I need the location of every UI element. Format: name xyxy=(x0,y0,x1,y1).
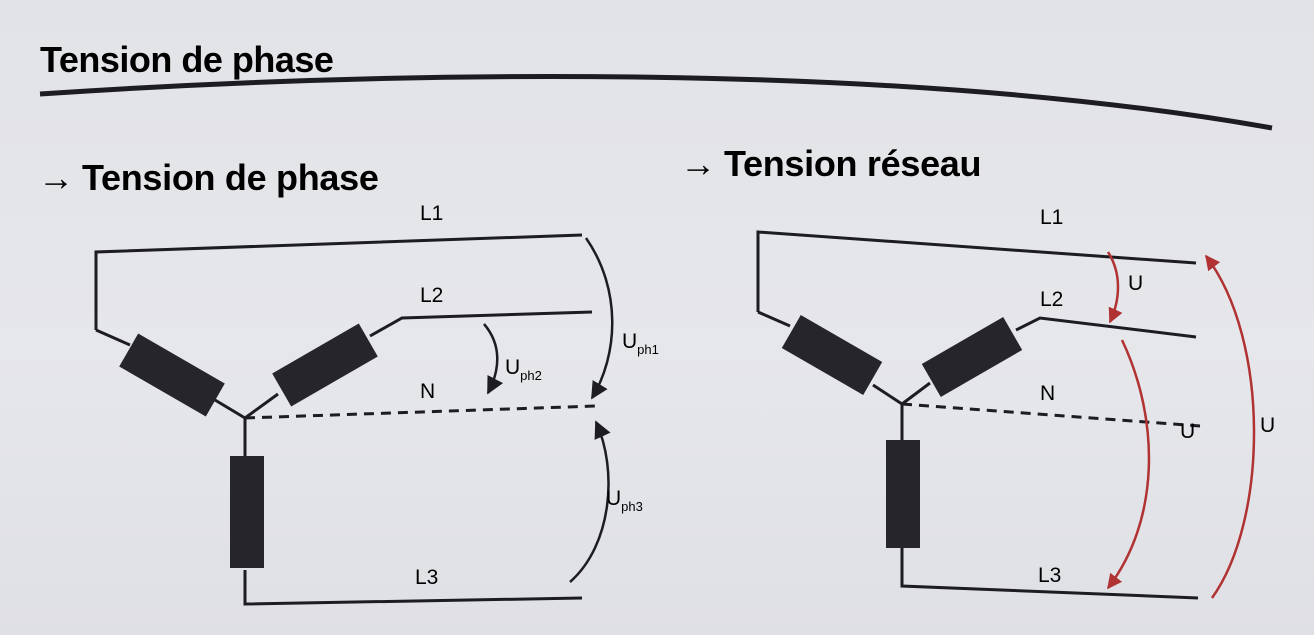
left-label-uph3: Uph3 xyxy=(606,487,643,514)
left-section-title: Tension de phase xyxy=(82,157,379,198)
right-label-n: N xyxy=(1040,382,1055,405)
right-wire-l2-star xyxy=(901,381,931,406)
right-label-u-2: U xyxy=(1180,420,1195,443)
left-label-l2: L2 xyxy=(420,284,443,307)
right-arrow-u-l1-l2 xyxy=(1106,251,1123,324)
right-winding-2 xyxy=(921,317,1023,397)
right-label-l1: L1 xyxy=(1040,206,1063,229)
left-wire-l2 xyxy=(369,310,593,338)
left-section-arrow-icon: → xyxy=(38,157,74,198)
right-label-l2: L2 xyxy=(1040,288,1063,311)
right-section-arrow-icon: → xyxy=(680,143,716,184)
right-diagram: → Tension réseau L1 L2 N L3 U U U xyxy=(680,143,1275,600)
left-arrow-uph2 xyxy=(483,323,504,395)
left-label-uph1: Uph1 xyxy=(622,330,659,357)
left-label-uph2: Uph2 xyxy=(505,356,542,383)
left-winding-3 xyxy=(230,456,264,568)
right-winding-3 xyxy=(886,440,920,548)
left-label-n: N xyxy=(420,380,435,403)
left-diagram: → Tension de phase L1 L2 N L3 Uph1 Uph2 … xyxy=(38,157,659,606)
left-wire-l1-star xyxy=(214,398,246,420)
right-wire-neutral xyxy=(901,402,1201,428)
left-arrow-uph3 xyxy=(569,420,611,583)
right-arrow-u-l2-l3 xyxy=(1107,339,1151,590)
right-wire-l1-star xyxy=(872,383,903,406)
left-wire-l1-lead xyxy=(95,328,131,347)
left-wire-neutral xyxy=(244,404,597,420)
right-wire-l1-lead xyxy=(757,310,791,328)
left-winding-2 xyxy=(272,323,378,407)
left-winding-1 xyxy=(119,333,225,417)
left-wire-l3 xyxy=(243,570,583,606)
title-rule xyxy=(39,74,1273,131)
right-section-title: Tension réseau xyxy=(724,143,981,184)
right-wire-l3 xyxy=(900,548,1199,600)
page-title: Tension de phase xyxy=(40,39,333,80)
left-arrow-uph1 xyxy=(584,237,614,400)
left-wire-l2-star xyxy=(244,392,279,420)
left-wire-l1 xyxy=(94,233,583,330)
left-label-l3: L3 xyxy=(415,566,438,589)
right-label-u-1: U xyxy=(1128,272,1143,295)
right-winding-1 xyxy=(781,315,883,395)
right-label-l3: L3 xyxy=(1038,564,1061,587)
right-wire-l1 xyxy=(756,230,1197,312)
right-wire-l2 xyxy=(1015,316,1197,339)
right-arrow-u-l1-l3 xyxy=(1205,254,1256,599)
right-label-u-3: U xyxy=(1260,414,1275,437)
left-label-l1: L1 xyxy=(420,202,443,225)
